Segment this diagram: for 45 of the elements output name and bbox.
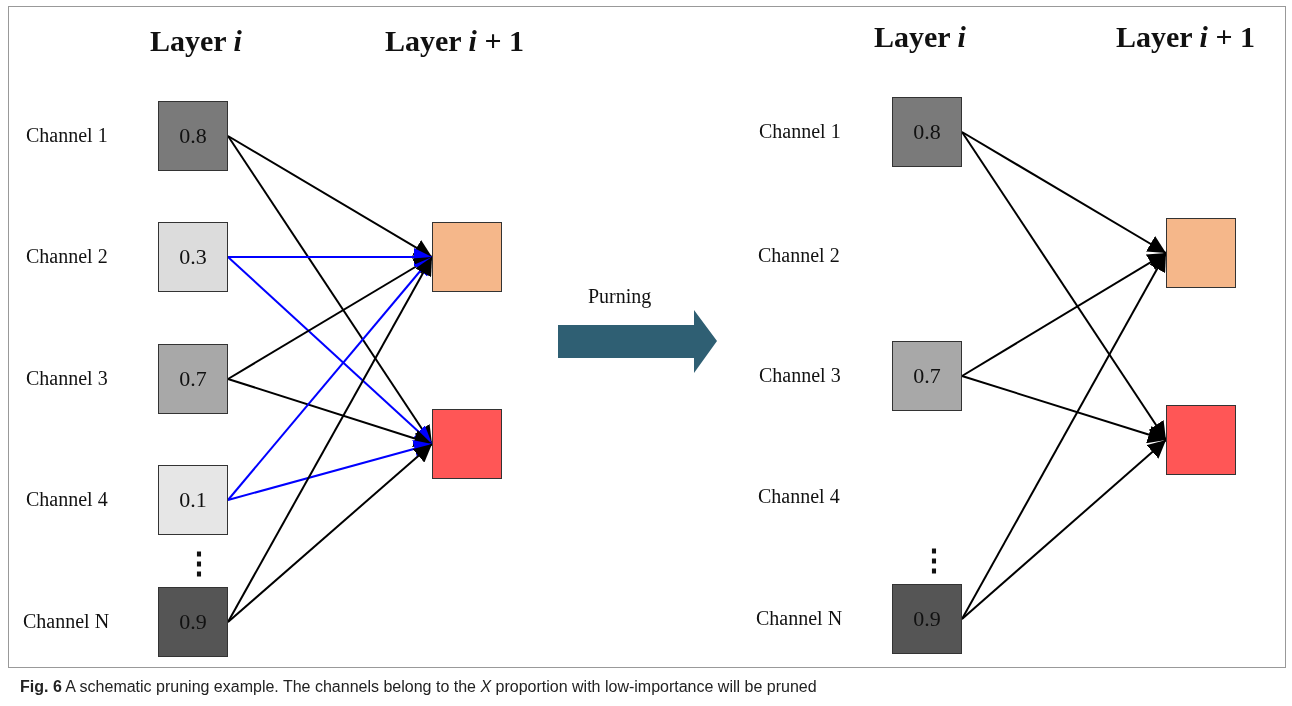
- arrow: [961, 439, 1167, 620]
- value-text: 0.3: [179, 244, 207, 270]
- channel-label: Channel 3: [759, 364, 841, 387]
- arrow: [227, 256, 433, 623]
- ellipsis-dots: ⋮: [919, 545, 949, 575]
- channel-label: Channel 2: [758, 244, 840, 267]
- layer-heading: Layer i + 1: [1116, 20, 1256, 54]
- output-box: [1166, 405, 1236, 475]
- arrow: [227, 135, 433, 258]
- channel-label: Channel N: [756, 607, 843, 630]
- arrow: [961, 131, 1167, 441]
- channel-label: Channel N: [23, 610, 110, 633]
- value-text: 0.8: [179, 123, 207, 149]
- value-text: 0.8: [913, 119, 941, 145]
- arrow: [227, 378, 433, 448]
- output-box: [432, 409, 502, 479]
- ellipsis-dots: ⋮: [184, 548, 214, 578]
- arrow: [961, 252, 1167, 620]
- caption: Fig. 6 A schematic pruning example. The channels belong to the X proportion with low-importance will be pruned: [20, 678, 817, 696]
- value-text: 0.9: [179, 609, 207, 635]
- channel-label: Channel 3: [26, 367, 108, 390]
- arrow: [227, 256, 433, 380]
- value-text: 0.9: [913, 606, 941, 632]
- value-text: 0.7: [913, 363, 941, 389]
- channel-label: Channel 1: [759, 120, 841, 143]
- channel-label: Channel 1: [26, 124, 108, 147]
- arrow: [227, 248, 433, 266]
- arrow: [227, 443, 433, 623]
- output-box: [1166, 218, 1236, 288]
- arrow: [961, 252, 1167, 377]
- arrow: [961, 131, 1167, 254]
- channel-label: Channel 2: [26, 245, 108, 268]
- arrow: [227, 256, 433, 501]
- layer-heading: Layer i: [874, 20, 966, 54]
- arrow: [227, 440, 433, 501]
- arrow: [227, 256, 433, 445]
- arrow: [961, 375, 1167, 444]
- layer-heading: Layer i: [150, 24, 242, 58]
- layer-heading: Layer i + 1: [385, 24, 525, 58]
- value-text: 0.7: [179, 366, 207, 392]
- value-text: 0.1: [179, 487, 207, 513]
- arrow-label: Purning: [588, 285, 652, 308]
- output-box: [432, 222, 502, 292]
- channel-label: Channel 4: [758, 485, 840, 508]
- channel-label: Channel 4: [26, 488, 108, 511]
